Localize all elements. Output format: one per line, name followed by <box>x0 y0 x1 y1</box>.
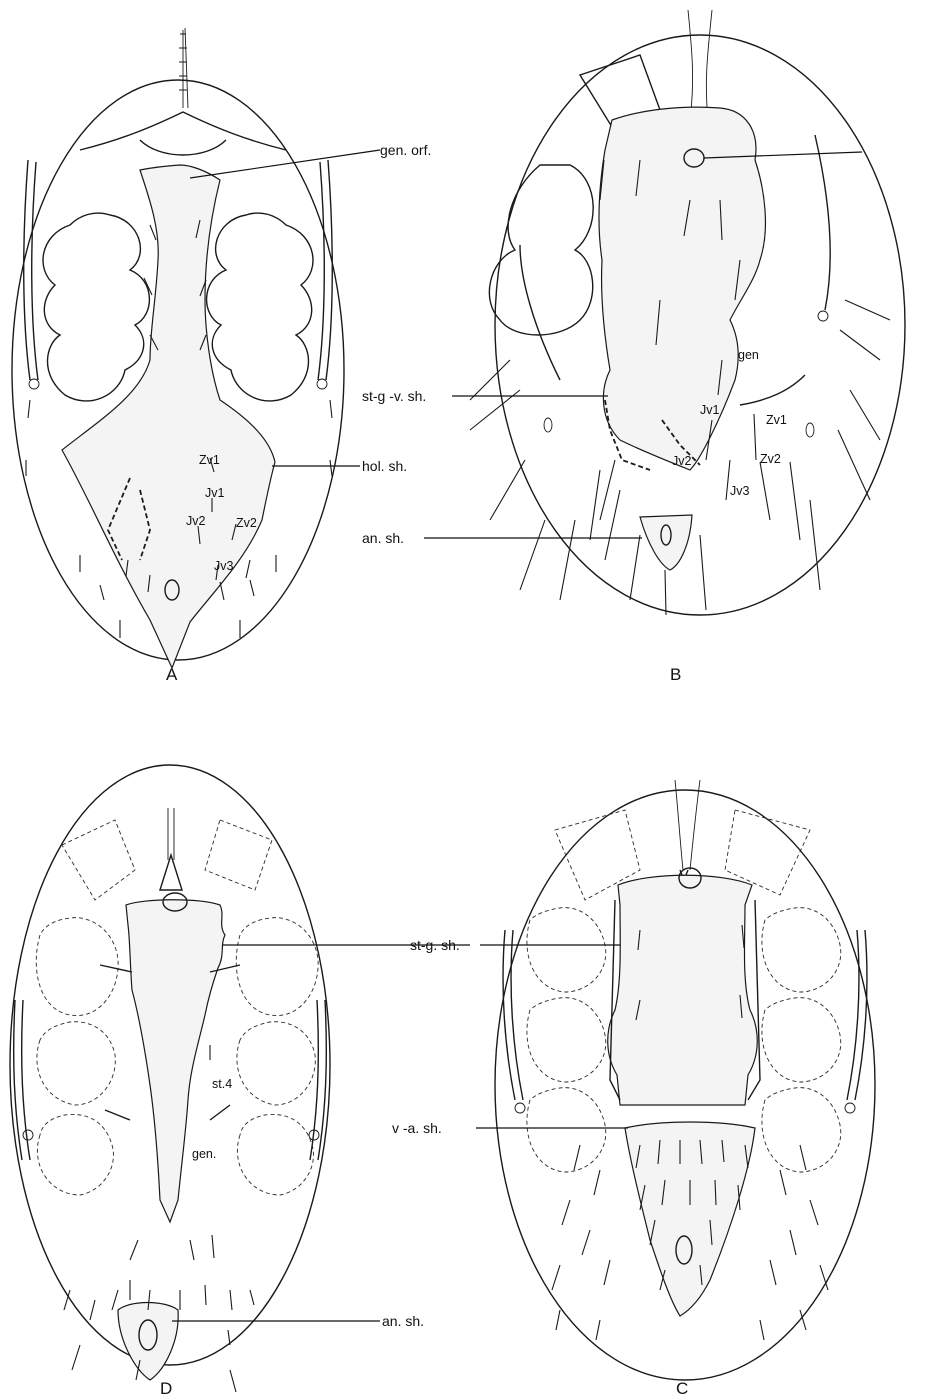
leader-gen-orf <box>190 150 380 178</box>
panel-letter-b: B <box>670 665 681 684</box>
seta-label-zv2: Zv2 <box>236 516 257 530</box>
seta-label-jv1: Jv1 <box>205 486 225 500</box>
seta-label-zv2-b: Zv2 <box>760 452 781 466</box>
seta-label-jv3-b: Jv3 <box>730 484 750 498</box>
panel-c-drawing <box>495 780 875 1380</box>
label-an-sh-d: an. sh. <box>382 1313 424 1329</box>
label-stgv-sh: st-g -v. sh. <box>362 388 426 404</box>
panel-a-drawing <box>12 28 344 668</box>
seta-label-zv1-b: Zv1 <box>766 413 787 427</box>
panel-letter-c: C <box>676 1379 688 1396</box>
panel-letter-d: D <box>160 1379 172 1396</box>
seta-label-zv1: Zv1 <box>199 453 220 467</box>
label-hol-sh: hol. sh. <box>362 458 407 474</box>
seta-label-jv2-b: Jv2 <box>672 454 692 468</box>
seta-label-jv1-b: Jv1 <box>700 403 720 417</box>
label-an-sh-b: an. sh. <box>362 530 404 546</box>
seta-label-st4-d: st.4 <box>212 1077 232 1091</box>
panel-b-drawing <box>470 10 905 615</box>
label-va-sh: v -a. sh. <box>392 1120 442 1136</box>
label-stg-sh: st-g. sh. <box>410 937 460 953</box>
panel-letter-a: A <box>166 665 178 684</box>
seta-label-jv2: Jv2 <box>186 514 206 528</box>
seta-label-gen-d: gen. <box>192 1147 216 1161</box>
seta-label-gen-b: gen <box>738 348 759 362</box>
label-gen-orf: gen. orf. <box>380 142 431 158</box>
panel-d-drawing <box>10 765 330 1392</box>
seta-label-jv3: Jv3 <box>214 559 234 573</box>
